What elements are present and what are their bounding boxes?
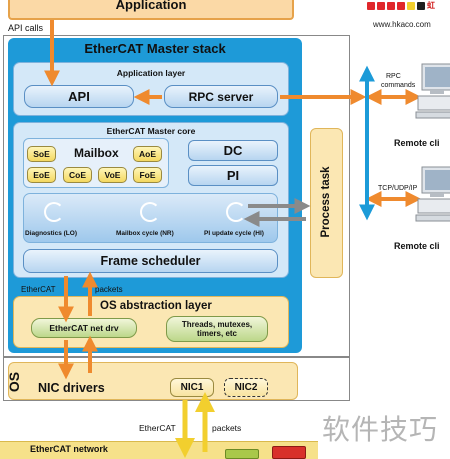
- tcp-udp-ip-label: TCP/UDP/IP: [378, 185, 418, 192]
- protocol-aoe: AoE: [133, 146, 162, 162]
- threads-label: Threads, mutexes, timers, etc: [181, 320, 253, 338]
- remote-client-label-2: Remote cli: [394, 241, 440, 251]
- api-calls-label: API calls: [8, 23, 44, 33]
- mailbox-cycle-icon: [140, 202, 160, 222]
- diagnostics-cycle-label: Diagnostics (LO): [25, 230, 78, 237]
- application-title: Application: [115, 0, 187, 12]
- protocol-eoe: EoE: [27, 167, 56, 183]
- protocol-voe: VoE: [98, 167, 127, 183]
- mailbox-title: Mailbox: [74, 146, 119, 160]
- diagnostics-cycle-icon: [44, 202, 64, 222]
- ethercat-label-inner: EtherCAT: [21, 285, 56, 294]
- remote-client-computer-icon-2: [415, 166, 450, 222]
- os-abstraction-title: OS abstraction layer: [100, 300, 212, 312]
- protocol-foe: FoE: [133, 167, 162, 183]
- process-task-box: [310, 128, 343, 278]
- protocol-soe: SoE: [27, 146, 56, 162]
- master-stack-title: EtherCAT Master stack: [84, 41, 226, 56]
- brand-chars: 虹: [427, 1, 435, 10]
- pi-box: PI: [188, 165, 278, 186]
- application-layer-title: Application layer: [116, 68, 186, 78]
- api-box: API: [24, 85, 134, 108]
- nic2-box: NIC2: [224, 378, 268, 397]
- frame-scheduler-box: Frame scheduler: [23, 249, 278, 273]
- rpc-server-box: RPC server: [164, 85, 278, 108]
- protocol-coe: CoE: [63, 167, 92, 183]
- remote-client-label-1: Remote cli: [394, 138, 440, 148]
- ethercat-network-label: EtherCAT network: [30, 444, 108, 454]
- dc-box: DC: [188, 140, 278, 161]
- bottom-packets-label: packets: [212, 423, 242, 433]
- bottom-ethercat-label: EtherCAT: [139, 423, 176, 433]
- pi-update-cycle-icon: [226, 202, 246, 222]
- watermark-text: 软件技巧: [322, 413, 439, 446]
- nic-drivers-label: NIC drivers: [38, 381, 105, 395]
- pi-update-cycle-label: PI update cycle (HI): [204, 230, 264, 237]
- master-core-title: EtherCAT Master core: [106, 126, 196, 136]
- brand-logo: 虹: [367, 2, 435, 14]
- packets-label-inner: packets: [95, 285, 123, 294]
- mailbox-cycle-label: Mailbox cycle (NR): [116, 230, 174, 237]
- rpc-commands-label-2: commands: [381, 82, 416, 89]
- application-box: [8, 0, 294, 20]
- brand-url: www.hkaco.com: [373, 20, 431, 29]
- rpc-commands-label-1: RPC: [386, 73, 401, 80]
- remote-client-computer-icon-1: [415, 63, 450, 119]
- threads-box: Threads, mutexes, timers, etc: [166, 316, 268, 342]
